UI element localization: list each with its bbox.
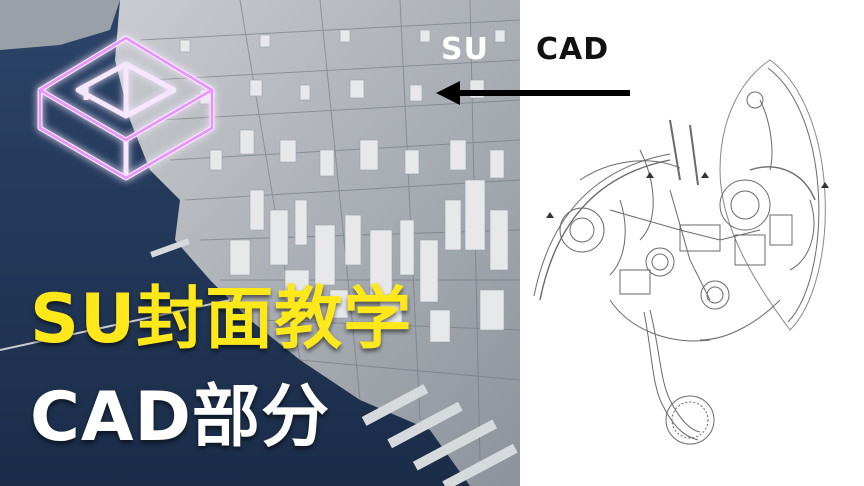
title-line-1: SU封面教学 — [30, 280, 413, 359]
cad-label: CAD — [536, 32, 610, 67]
cad-drawing — [533, 59, 829, 445]
sketchup-box-logo-icon — [37, 35, 215, 181]
cad-floor-plan — [520, 0, 864, 486]
city-render — [0, 0, 520, 486]
arrow-left-icon — [436, 81, 630, 105]
su-label: SU — [441, 32, 489, 67]
title-line-2: CAD部分 — [30, 378, 330, 457]
city-aerial-image — [0, 0, 520, 486]
